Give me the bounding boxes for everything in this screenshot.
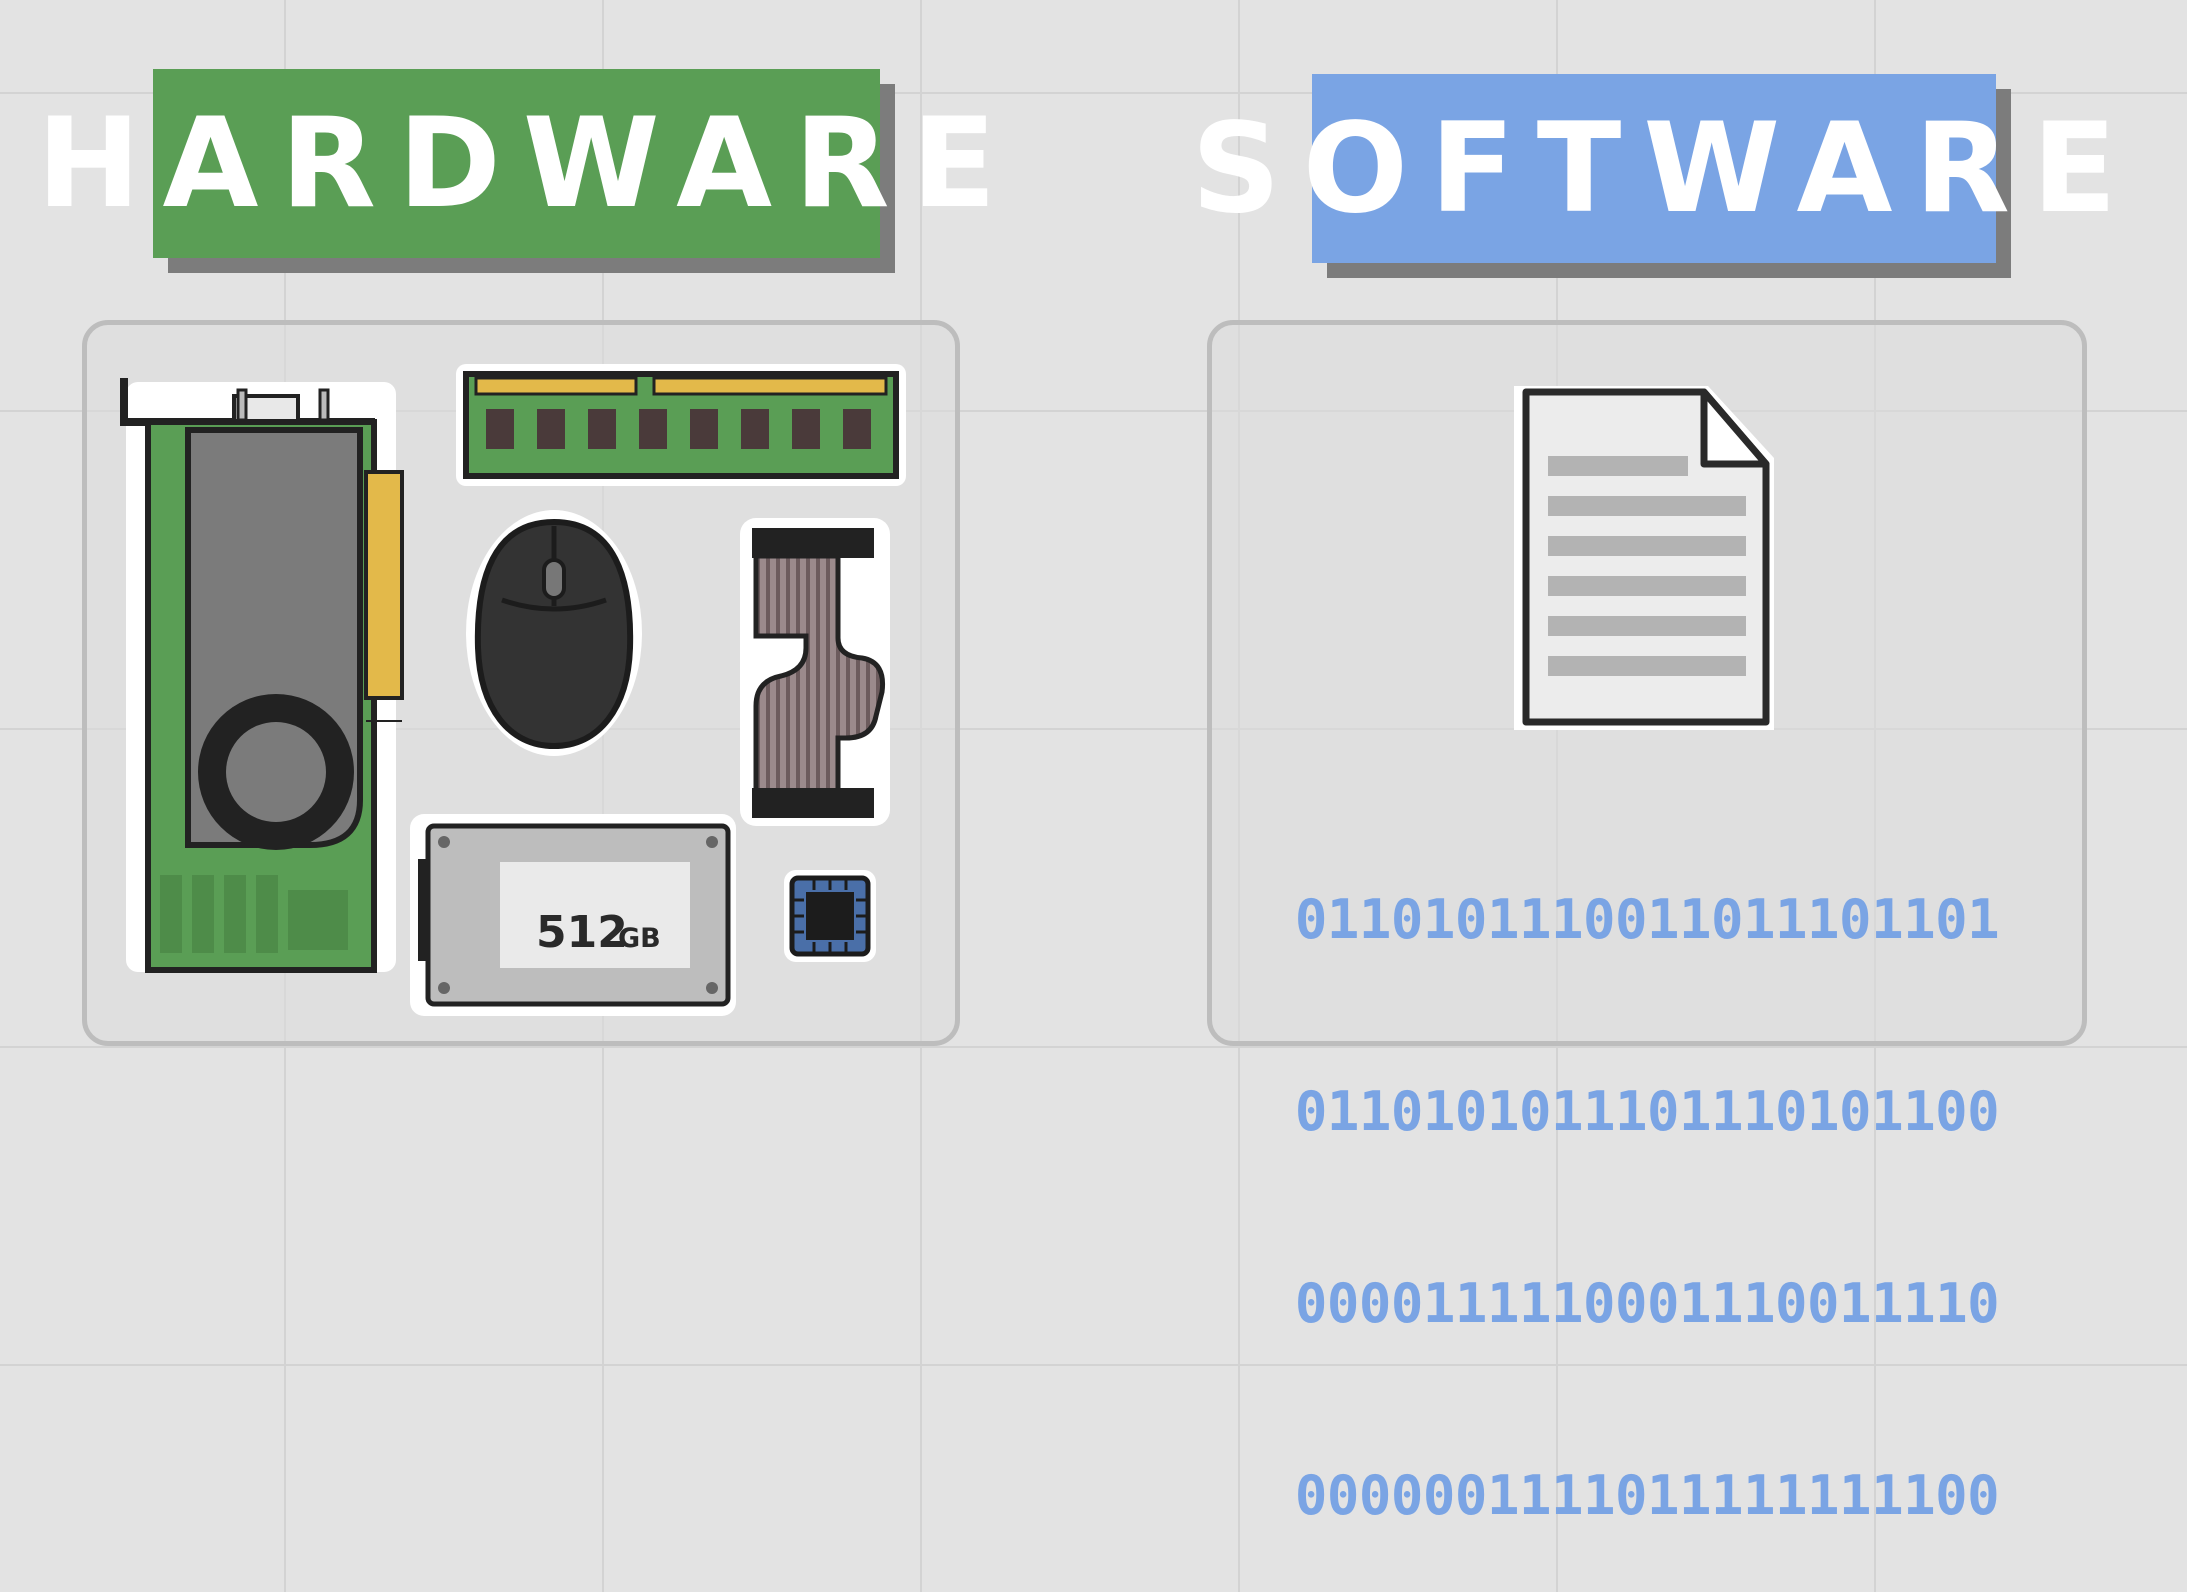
graphics-card-icon: [120, 378, 404, 973]
ram-stick-icon: [456, 364, 906, 486]
binary-code: 0110101110011011101101 01101010111011101…: [1266, 760, 2028, 1592]
software-banner: SOFTWARE: [1191, 74, 2117, 263]
binary-line: 0000001111011111111100: [1294, 1464, 2000, 1527]
ssd-unit: GB: [618, 923, 661, 954]
ssd-capacity: 512: [536, 907, 628, 958]
hardware-title: HARDWARE: [36, 91, 1019, 236]
mouse-icon: [466, 510, 642, 756]
ribbon-cable-icon: [740, 518, 890, 826]
document-icon: [1514, 386, 1774, 730]
binary-line: 0110101011101110101100: [1294, 1080, 2000, 1143]
software-title: SOFTWARE: [1191, 96, 2139, 241]
ssd-drive-icon: 512 GB: [410, 814, 736, 1016]
binary-line: 0110101110011011101101: [1294, 888, 2000, 951]
hardware-banner: HARDWARE: [37, 69, 996, 258]
binary-line: 0000111110001110011110: [1294, 1272, 2000, 1335]
cpu-chip-icon: [784, 870, 876, 962]
